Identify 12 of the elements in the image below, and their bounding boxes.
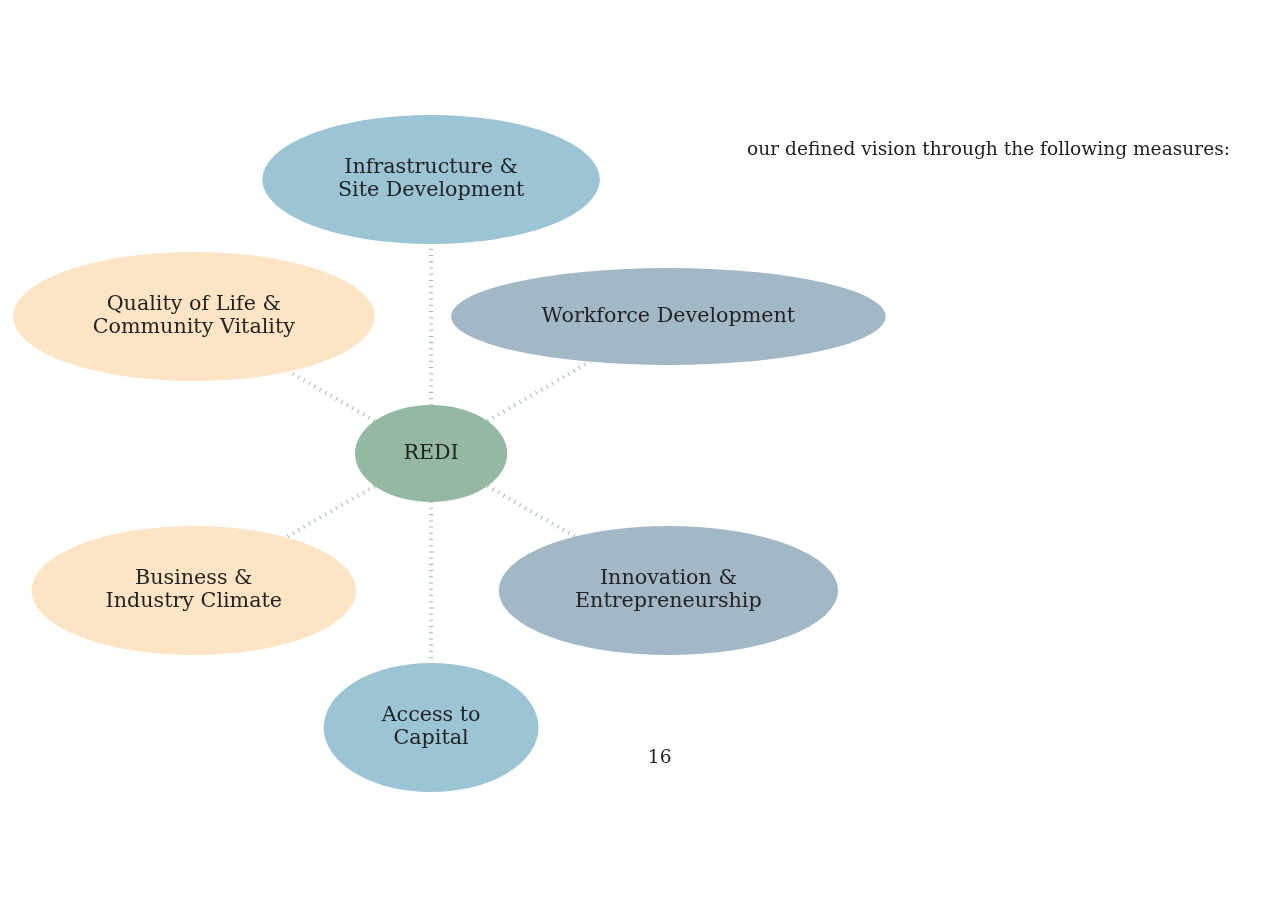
node-ellipse: Innovation & Entrepreneurship — [498, 525, 838, 655]
connector — [486, 483, 576, 538]
connector — [486, 359, 591, 423]
node-ellipse: Quality of Life & Community Vitality — [12, 251, 375, 381]
node-ellipse: Infrastructure & Site Development — [261, 114, 600, 244]
node-ellipse: Business & Industry Climate — [30, 525, 356, 655]
label: 16 — [647, 745, 672, 767]
connector — [284, 483, 376, 539]
node-ellipse: REDI — [354, 404, 507, 502]
node-ellipse: Access to Capital — [323, 662, 539, 792]
label: our defined vision through the following measures: — [746, 137, 1230, 159]
node-ellipse: Workforce Development — [450, 267, 886, 365]
